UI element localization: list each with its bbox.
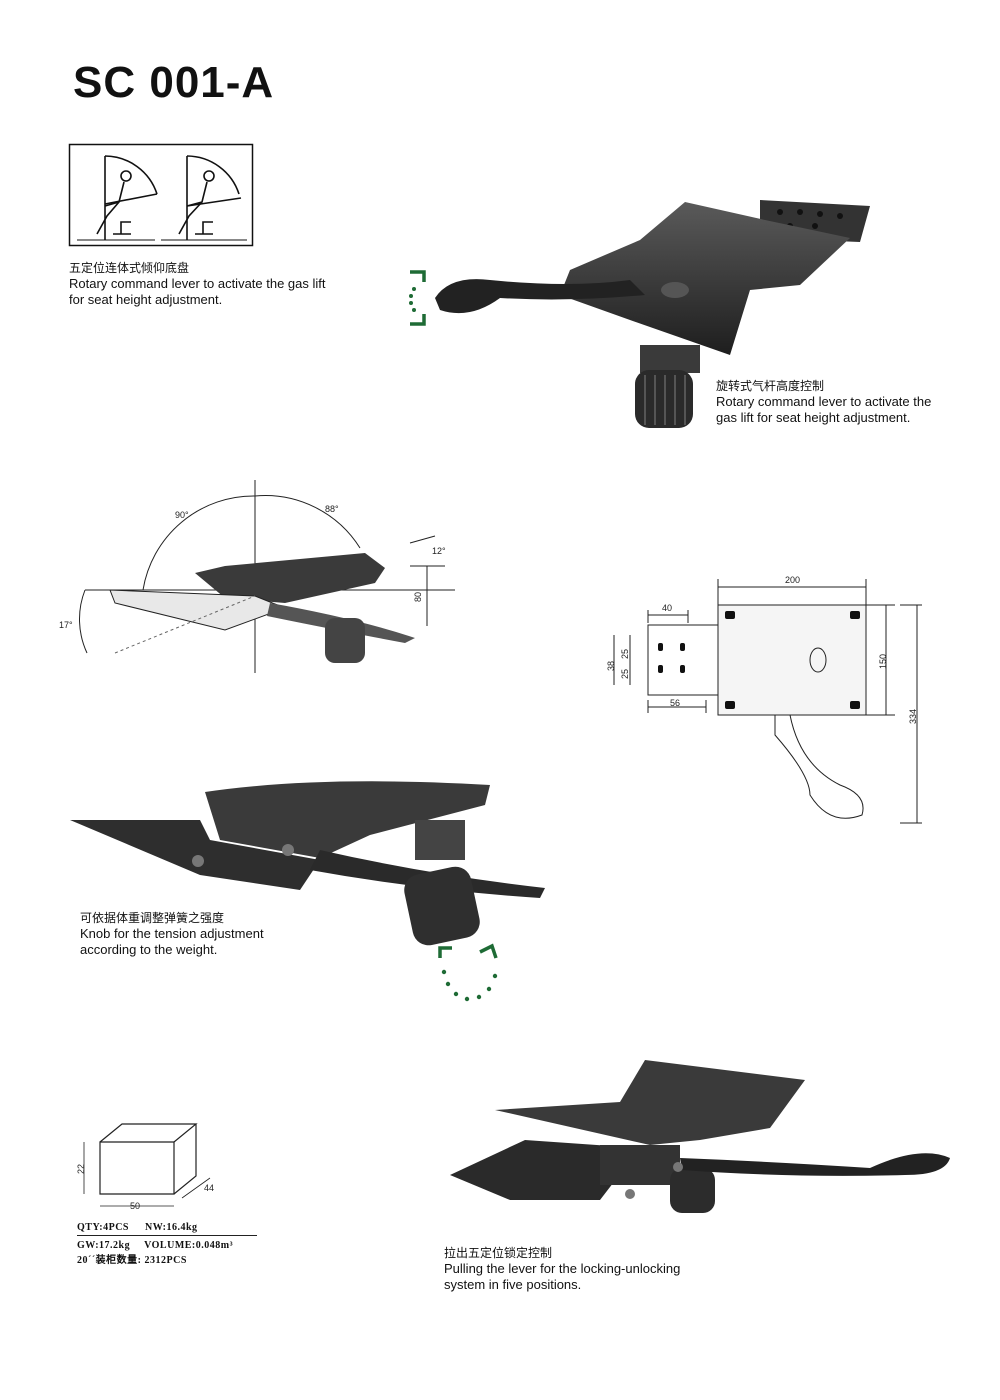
- caption-bottom-right-line1: Pulling the lever for the locking-unlock…: [444, 1261, 681, 1276]
- dim-40-label: 40: [662, 603, 672, 613]
- dim-25a-label: 25: [620, 649, 630, 659]
- caption-top-left-line2: for seat height adjustment.: [69, 292, 223, 307]
- angle-88-label: 88°: [325, 504, 339, 514]
- caption-middle-left-zh: 可依据体重调整弹簧之强度: [80, 911, 225, 925]
- angle-90-label: 90°: [175, 510, 189, 520]
- angle-17-label: 17°: [59, 620, 73, 630]
- carton-depth-label: 44: [204, 1183, 214, 1193]
- dim-56-label: 56: [670, 698, 680, 708]
- caption-middle-left-line2: according to the weight.: [80, 942, 218, 957]
- caption-middle-left-line1: Knob for the tension adjustment: [80, 926, 264, 941]
- dim-25b-label: 25: [620, 669, 630, 679]
- chair-mechanism-lever-image: [450, 1060, 950, 1213]
- page-title: SC 001-A: [73, 58, 275, 107]
- carton-height-label: 22: [76, 1164, 86, 1174]
- caption-top-right: 旋转式气杆高度控制 Rotary command lever to activa…: [716, 378, 976, 426]
- rotation-indicator-icon: [438, 943, 498, 1002]
- caption-middle-left: 可依据体重调整弹簧之强度 Knob for the tension adjust…: [80, 910, 264, 958]
- caption-top-right-line1: Rotary command lever to activate the: [716, 394, 932, 409]
- caption-top-left-line1: Rotary command lever to activate the gas…: [69, 276, 326, 291]
- dim-150-label: 150: [878, 654, 888, 669]
- caption-bottom-right: 拉出五定位锁定控制 Pulling the lever for the lock…: [444, 1245, 680, 1293]
- caption-top-right-zh: 旋转式气杆高度控制: [716, 379, 825, 393]
- chair-mechanism-top-image: [435, 200, 870, 428]
- carton-box-diagram: 22 50 44: [76, 1123, 214, 1211]
- packing-nw: NW:16.4kg: [144, 1222, 198, 1233]
- carton-width-label: 50: [130, 1201, 140, 1211]
- rotation-indicator-icon: [409, 270, 426, 326]
- dim-200-label: 200: [785, 575, 800, 585]
- chair-mechanism-side-image: [70, 781, 545, 946]
- plan-view-diagram: 200 150 334 40 56 38 25 25: [606, 575, 922, 824]
- packing-gw: GW:17.2kg: [77, 1240, 131, 1251]
- packing-qty: QTY:4PCS: [77, 1222, 129, 1233]
- tilt-angle-diagram: 90° 88° 12° 17° 80: [59, 480, 455, 673]
- packing-info: QTY:4PCS NW:16.4kg GW:17.2kg VOLUME:0.04…: [77, 1222, 257, 1266]
- packing-container: 20´´装柜数量: 2312PCS: [77, 1255, 187, 1266]
- dim-80-label: 80: [413, 592, 423, 602]
- posture-illustration: [68, 143, 254, 247]
- dim-334-label: 334: [908, 709, 918, 724]
- angle-12-label: 12°: [432, 546, 446, 556]
- dim-38-label: 38: [606, 661, 616, 671]
- caption-bottom-right-zh: 拉出五定位锁定控制: [444, 1246, 553, 1260]
- caption-top-left-zh: 五定位连体式倾仰底盘: [69, 261, 190, 275]
- caption-top-right-line2: gas lift for seat height adjustment.: [716, 410, 911, 425]
- caption-top-left: 五定位连体式倾仰底盘 Rotary command lever to activ…: [69, 260, 326, 308]
- caption-bottom-right-line2: system in five positions.: [444, 1277, 582, 1292]
- packing-volume: VOLUME:0.048m³: [144, 1240, 234, 1251]
